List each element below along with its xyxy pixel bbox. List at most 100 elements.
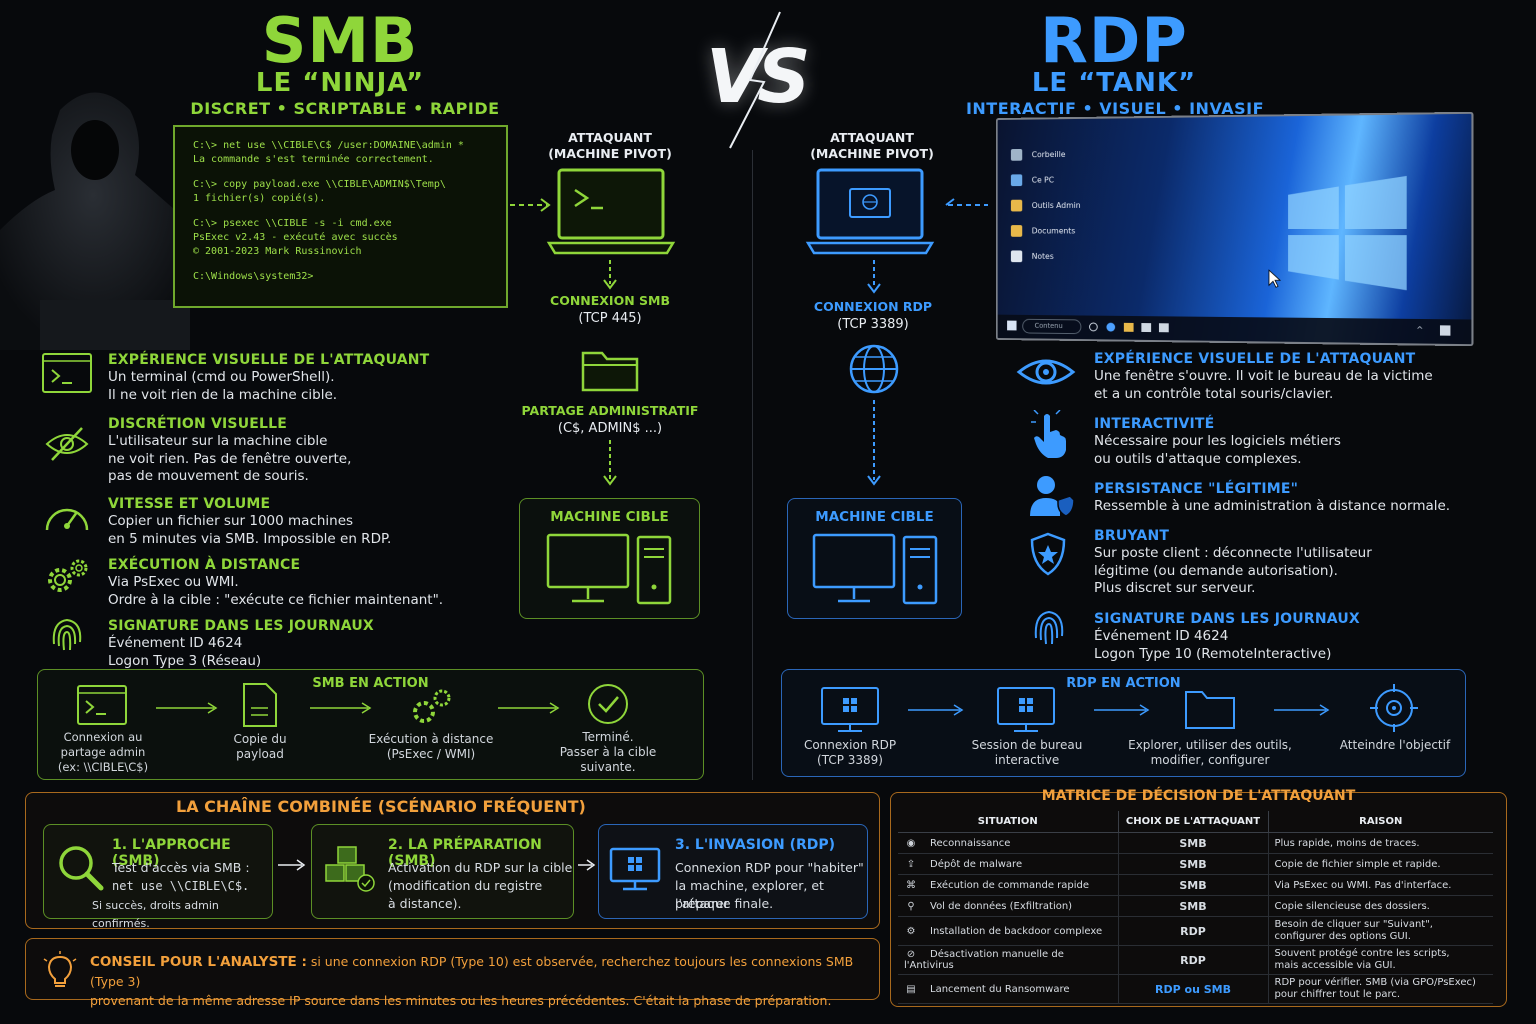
ransomware-choice: RDP ou SMB [1118, 974, 1269, 1004]
globe-icon [849, 344, 899, 394]
table-row: ⚲Vol de données (Exfiltration) SMB Copie… [898, 895, 1493, 917]
matrix-header: RAISON [1268, 811, 1493, 833]
table-row: ▤Lancement du Ransomware RDP ou SMB RDP … [898, 974, 1493, 1004]
smb-tagline: DISCRET • SCRIPTABLE • RAPIDE [190, 99, 500, 118]
lightning-divider [729, 11, 781, 149]
rdp-title: RDP [1040, 4, 1188, 77]
desktop-icon[interactable]: Outils Admin [1010, 199, 1081, 212]
boxes-icon [325, 846, 375, 892]
mail-icon[interactable] [1158, 323, 1169, 333]
rdp-feature: INTERACTIVITÉ Nécessaire pour les logici… [1094, 416, 1341, 467]
chain-step-preparation: 2. LA PRÉPARATION (SMB) Activation du RD… [311, 824, 574, 919]
rdp-action-icons [821, 684, 1418, 732]
smb-action-icons [77, 683, 628, 727]
notes-icon [1010, 250, 1023, 263]
upload-icon: ⇪ [906, 858, 916, 870]
desktop-icon[interactable]: Notes [1010, 250, 1054, 263]
monitor-windows-icon [609, 847, 661, 891]
rdp-feature: EXPÉRIENCE VISUELLE DE L'ATTAQUANT Une f… [1094, 351, 1433, 402]
rdp-connection-label: CONNEXION RDP(TCP 3389) [813, 299, 933, 332]
lightbulb-icon [43, 951, 77, 987]
matrix-title: MATRICE DE DÉCISION DE L'ATTAQUANT [1041, 788, 1356, 804]
rdp-target-machine: MACHINE CIBLE [787, 498, 962, 619]
analyst-tip-panel: CONSEIL POUR L'ANALYSTE : si une connexi… [25, 938, 880, 1008]
desktop-icon[interactable]: Documents [1010, 225, 1075, 237]
explorer-icon[interactable] [1123, 322, 1134, 332]
user-shield-icon [1030, 476, 1075, 517]
smb-action-title: SMB EN ACTION [312, 676, 429, 691]
rdp-target-label: MACHINE CIBLE [815, 509, 934, 525]
terminal-line: C:\Windows\system32> [193, 271, 314, 282]
rdp-action-step: Explorer, utiliser des outils,modifier, … [1128, 738, 1292, 767]
taskbar-search-input[interactable]: Contenu [1022, 318, 1082, 335]
smb-target-label: MACHINE CIBLE [550, 509, 669, 525]
rdp-tagline: INTERACTIF • VISUEL • INVASIF [965, 99, 1265, 118]
rdp-feature: PERSISTANCE "LÉGITIME" Ressemble à une a… [1094, 481, 1451, 514]
chevron-up-icon[interactable]: ^ [1416, 325, 1424, 335]
chain-step-approach: 1. L'APPROCHE (SMB) Test d'accès via SMB… [43, 824, 273, 930]
smb-title: SMB [261, 4, 419, 77]
command-icon: ⌘ [906, 879, 916, 891]
desktop-icon[interactable]: Ce PC [1010, 174, 1054, 187]
right-arrow-icon [578, 859, 596, 871]
mouse-cursor-icon [1268, 269, 1282, 289]
rdp-action-step: Atteindre l'objectif [1339, 738, 1451, 752]
start-button-icon[interactable] [1007, 320, 1017, 331]
hand-click-icon [1031, 410, 1066, 458]
taskbar: Contenu ^ [997, 314, 1472, 345]
smb-action-step: Exécution à distance(PsExec / WMI) [368, 732, 494, 761]
smb-feature: VITESSE ET VOLUME Copier un fichier sur … [108, 496, 392, 547]
gears-icon [48, 559, 88, 592]
recycle-bin-icon [1010, 148, 1023, 161]
fingerprint-icon [52, 618, 82, 651]
rdp-action-title: RDP EN ACTION [1066, 676, 1181, 691]
edge-icon[interactable] [1106, 322, 1116, 332]
center-divider [752, 150, 753, 780]
rdp-feature: SIGNATURE DANS LES JOURNAUX Événement ID… [1094, 611, 1360, 662]
terminal-line: La commande s'est terminée correctement. [193, 154, 434, 165]
computer-icon [1010, 174, 1023, 187]
desktop-icon[interactable]: Corbeille [1010, 148, 1065, 161]
folder-icon [1010, 225, 1023, 237]
windows-logo-glow [1288, 175, 1407, 291]
chain-panel: LA CHAÎNE COMBINÉE (SCÉNARIO FRÉQUENT) 1… [25, 792, 880, 930]
store-icon[interactable] [1141, 323, 1152, 333]
matrix-header: SITUATION [898, 811, 1119, 833]
terminal-line: PsExec v2.43 - exécuté avec succès [193, 232, 398, 243]
terminal-line: 1 fichier(s) copié(s). [193, 193, 326, 204]
down-arrow-icon [603, 440, 617, 486]
notification-icon[interactable] [1439, 325, 1451, 336]
table-row: ◉Reconnaissance SMB Plus rapide, moins d… [898, 832, 1493, 854]
shield-off-icon: ⊘ [906, 949, 916, 960]
chain-title: LA CHAÎNE COMBINÉE (SCÉNARIO FRÉQUENT) [176, 797, 586, 816]
smb-connection-label: CONNEXION SMB(TCP 445) [550, 293, 670, 326]
fingerprint-icon [1034, 610, 1064, 645]
speedometer-icon [45, 508, 89, 531]
right-arrow-icon [278, 859, 306, 871]
rdp-action-step: Connexion RDP(TCP 3389) [803, 738, 897, 767]
desktop-computer-icon [812, 533, 938, 605]
data-icon: ⚲ [907, 900, 915, 912]
table-row: ⇪Dépôt de malware SMB Copie de fichier s… [898, 853, 1493, 875]
decision-matrix-panel: MATRICE DE DÉCISION DE L'ATTAQUANT SITUA… [890, 788, 1507, 1007]
smb-share-label: PARTAGE ADMINISTRATIF(C$, ADMIN$ ...) [521, 403, 699, 436]
smb-target-machine: MACHINE CIBLE [519, 498, 700, 619]
magnifier-icon [59, 846, 104, 891]
desktop-computer-icon [546, 533, 672, 605]
matrix-header: CHOIX DE L'ATTAQUANT [1118, 811, 1269, 833]
table-row: ⊘Désactivation manuelle de l'Antivirus R… [898, 945, 1493, 975]
smb-feature: DISCRÉTION VISUELLE L'utilisateur sur la… [108, 416, 352, 484]
terminal-line: C:\> copy payload.exe \\CIBLE\ADMIN$\Tem… [193, 179, 446, 190]
down-arrow-icon [603, 260, 617, 290]
rdp-subtitle: LE “TANK” [1031, 68, 1197, 98]
task-view-icon[interactable] [1089, 322, 1098, 332]
vs-label: VS [706, 34, 811, 120]
rdp-action-panel: RDP EN ACTION Connexion RDP(TCP 3389) Se… [781, 669, 1466, 777]
terminal-line: C:\> psexec \\CIBLE -s -i cmd.exe [193, 218, 392, 229]
radar-icon: ◉ [906, 837, 916, 849]
